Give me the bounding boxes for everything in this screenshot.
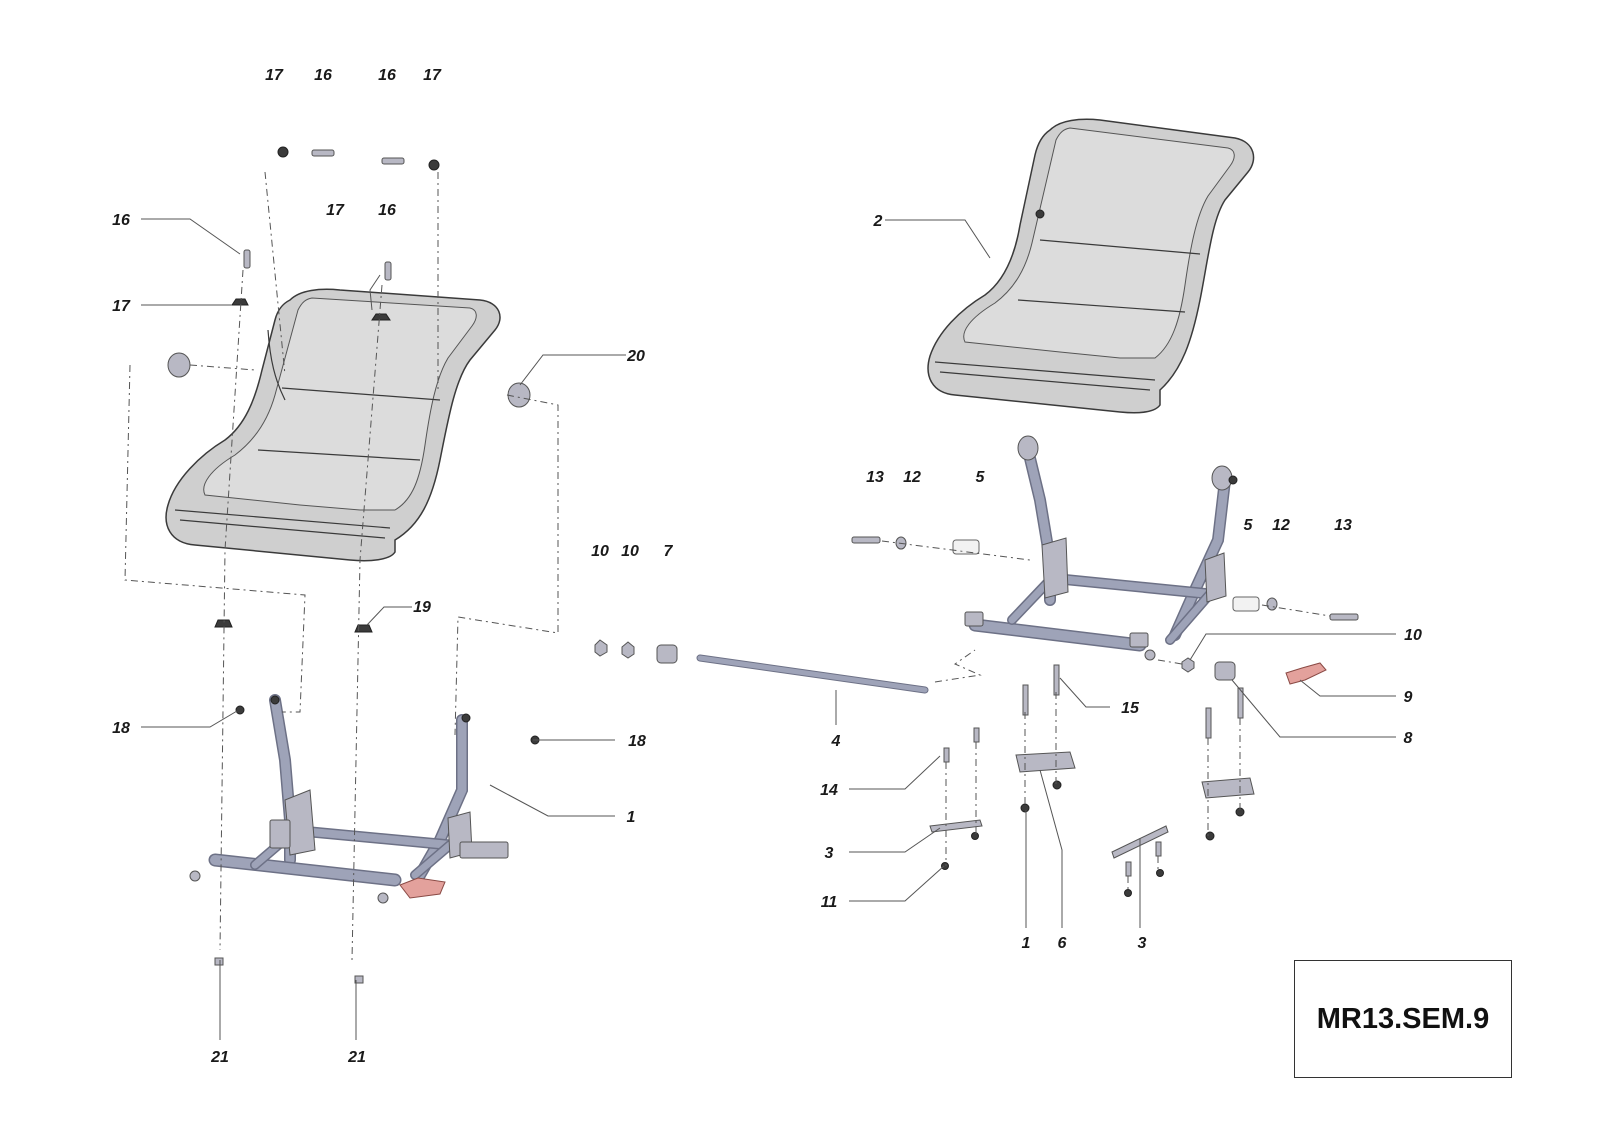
callout-13: 13	[866, 469, 884, 486]
seat-shell-left	[165, 288, 501, 562]
callout-19: 19	[413, 599, 431, 616]
callout-13: 13	[1334, 517, 1352, 534]
callout-3: 3	[825, 845, 834, 862]
callout-9: 9	[1404, 689, 1413, 706]
callout-8: 8	[1404, 730, 1413, 747]
callout-2: 2	[873, 213, 883, 230]
callout-17: 17	[326, 202, 345, 219]
callout-16: 16	[378, 67, 396, 84]
seat-frame-left	[189, 694, 509, 904]
callout-17: 17	[423, 67, 442, 84]
callout-20: 20	[626, 348, 645, 365]
callout-17: 17	[265, 67, 284, 84]
drawing-code-box: MR13.SEM.9	[1294, 960, 1512, 1078]
left-assembly-lines	[124, 171, 559, 961]
callout-21: 21	[347, 1049, 366, 1066]
callout-18: 18	[112, 720, 130, 737]
callout-6: 6	[1058, 935, 1067, 952]
left-fasteners	[167, 146, 540, 984]
callout-10: 10	[621, 543, 639, 560]
callout-12: 12	[1272, 517, 1290, 534]
callout-5: 5	[976, 469, 986, 486]
callout-16: 16	[112, 212, 130, 229]
callout-18: 18	[628, 733, 646, 750]
callout-17: 17	[112, 298, 131, 315]
callout-5: 5	[1244, 517, 1254, 534]
callout-12: 12	[903, 469, 921, 486]
rod-assembly	[594, 639, 929, 694]
callout-15: 15	[1121, 700, 1140, 717]
callout-16: 16	[314, 67, 332, 84]
callout-16: 16	[378, 202, 396, 219]
callout-10: 10	[591, 543, 609, 560]
callout-3: 3	[1138, 935, 1147, 952]
callout-1: 1	[627, 809, 636, 826]
callout-4: 4	[831, 733, 841, 750]
callout-1: 1	[1022, 935, 1031, 952]
callout-11: 11	[821, 894, 838, 911]
callout-14: 14	[820, 782, 838, 799]
seat-shell-right	[927, 118, 1255, 414]
callout-10: 10	[1404, 627, 1422, 644]
callout-labels: 17 16 16 17 16 17 16 17 20 19 18 18 1 21…	[112, 67, 1422, 1066]
drawing-code: MR13.SEM.9	[1316, 1002, 1490, 1035]
leader-lines	[141, 218, 1396, 1040]
right-assembly-lines	[881, 540, 1331, 893]
seat-frame-right	[964, 435, 1238, 661]
callout-7: 7	[664, 543, 674, 560]
callout-21: 21	[210, 1049, 229, 1066]
right-fasteners	[851, 536, 1359, 897]
